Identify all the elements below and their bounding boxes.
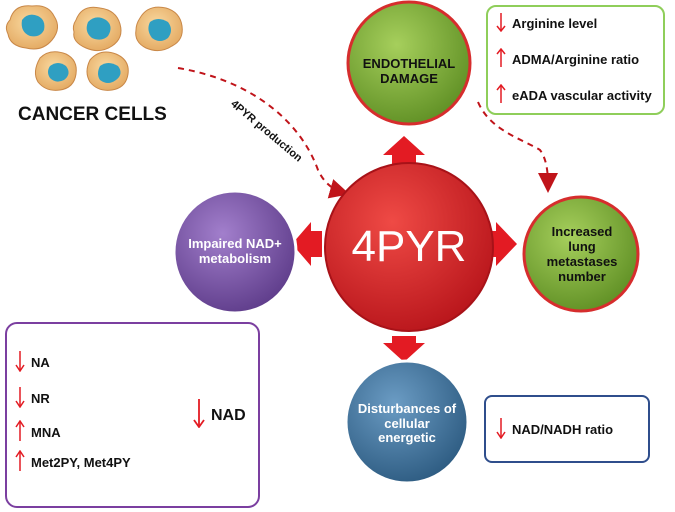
center-circle: [324, 162, 494, 332]
list-item: Met2PY, Met4PY: [15, 449, 131, 475]
metastasis-connector: [477, 101, 558, 193]
list-item: NR: [15, 386, 50, 411]
arrow-up-icon: [383, 136, 425, 166]
nad-details-box: NA NR MNA Met2PY, Met4PY NAD: [5, 322, 260, 508]
arrow-up-icon: [15, 419, 27, 445]
list-item: NA: [15, 350, 50, 375]
arrow-down-icon: [15, 350, 27, 375]
cancer-cell-icon: [72, 6, 122, 52]
nad-result: NAD: [193, 398, 246, 433]
nad-metabolism-label: Impaired NAD+ metabolism: [188, 236, 282, 266]
arrow-down-icon: [496, 417, 508, 442]
endothelial-label: ENDOTHELIAL DAMAGE: [362, 56, 456, 86]
list-item: NAD/NADH ratio: [496, 417, 613, 442]
metastasis-label: Increased lung metastases number: [546, 224, 618, 284]
center-label: 4PYR: [351, 221, 467, 271]
list-item: eADA vascular activity: [496, 83, 652, 107]
arrow-down-icon: [15, 386, 27, 411]
arrow-left-icon: [292, 222, 322, 266]
arrow-down-icon: [496, 12, 508, 35]
nad-circle: [172, 189, 298, 315]
list-item: Arginine level: [496, 12, 597, 35]
arrow-down-icon: [383, 336, 425, 362]
arrow-up-icon: [496, 47, 508, 71]
arrow-down-icon: [193, 398, 207, 433]
arrow-up-icon: [496, 83, 508, 107]
cancer-cell-icon: [5, 5, 58, 50]
cancer-cell-icon: [86, 51, 129, 91]
endothelial-circle: [346, 0, 472, 126]
cancer-cell-icon: [34, 51, 77, 91]
cancer-cell-icon: [135, 6, 183, 52]
production-connector: [177, 67, 350, 199]
energetic-label: Disturbances of cellular energetic: [357, 400, 457, 446]
arrow-up-icon: [15, 449, 27, 475]
list-item: ADMA/Arginine ratio: [496, 47, 639, 71]
metastasis-circle: [522, 195, 640, 313]
energetic-circle: [344, 359, 470, 485]
list-item: MNA: [15, 419, 61, 445]
energetic-details-box: NAD/NADH ratio: [484, 395, 650, 463]
cancer-cells-label: CANCER CELLS: [18, 104, 167, 125]
endothelial-details-box: Arginine level ADMA/Arginine ratio eADA …: [486, 5, 665, 115]
